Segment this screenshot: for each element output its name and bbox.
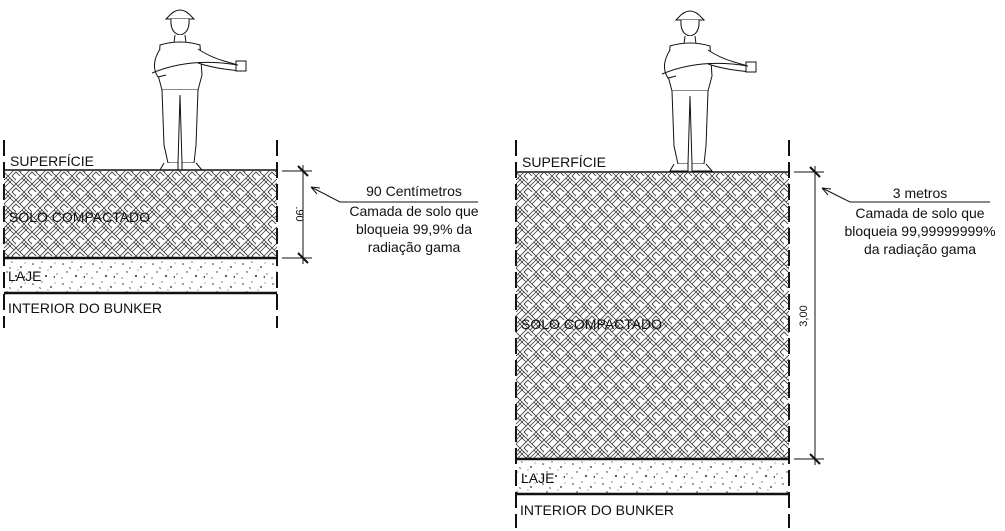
note-line: da radiação gama bbox=[864, 241, 976, 257]
note-line: bloqueia 99,9% da bbox=[356, 221, 472, 237]
worker-figure bbox=[151, 9, 247, 171]
soil-layer bbox=[4, 171, 277, 258]
interior-label: INTERIOR DO BUNKER bbox=[520, 502, 674, 518]
soil-label: SOLO COMPACTADO bbox=[9, 209, 150, 225]
note-title: 3 metros bbox=[893, 185, 947, 201]
note-line: Camada de solo que bbox=[855, 205, 984, 221]
worker-figure bbox=[661, 10, 757, 172]
note-title: 90 Centímetros bbox=[366, 183, 462, 199]
dimension-value: 3,00 bbox=[798, 305, 810, 326]
interior-label: INTERIOR DO BUNKER bbox=[8, 300, 162, 316]
dimension-line bbox=[794, 166, 824, 465]
slab-layer bbox=[4, 259, 277, 292]
soil-label: SOLO COMPACTADO bbox=[521, 316, 662, 332]
slab-label: LAJE bbox=[8, 268, 41, 284]
slab-label: LAJE bbox=[521, 470, 554, 486]
surface-label: SUPERFÍCIE bbox=[522, 154, 606, 170]
note-line: Camada de solo que bbox=[349, 203, 478, 219]
leader-arrow bbox=[821, 187, 990, 203]
right-section: SUPERFÍCIE SOLO COMPACTADO LAJE INTERIOR… bbox=[515, 10, 996, 528]
dimension-value: .90 bbox=[293, 206, 305, 221]
left-section: SUPERFÍCIE SOLO COMPACTADO LAJE INTERIOR… bbox=[3, 9, 479, 328]
leader-arrow bbox=[310, 186, 478, 203]
dimension-line bbox=[282, 165, 312, 264]
note-line: radiação gama bbox=[368, 239, 461, 255]
slab-layer bbox=[516, 460, 789, 494]
note-line: bloqueia 99,99999999% bbox=[844, 223, 995, 239]
soil-layer bbox=[516, 173, 789, 459]
surface-label: SUPERFÍCIE bbox=[10, 153, 94, 169]
